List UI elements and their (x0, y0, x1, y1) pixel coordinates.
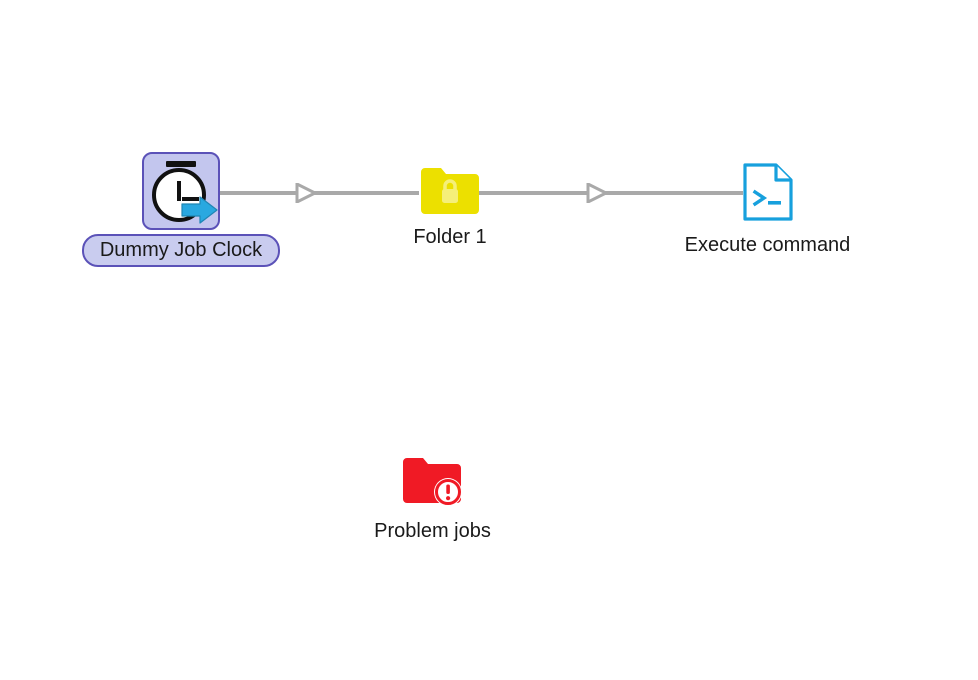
document-fold-corner (773, 165, 791, 182)
clock-frame (142, 152, 220, 230)
lock-glyph-icon (442, 179, 458, 203)
locked-folder-icon[interactable] (420, 166, 480, 219)
hollow-triangle-arrow-icon (295, 183, 319, 203)
node-label: Folder 1 (413, 226, 487, 248)
clock-with-arrow-icon[interactable] (142, 152, 220, 230)
terminal-document-icon[interactable] (742, 162, 794, 227)
node-label: Execute command (684, 234, 851, 256)
error-folder-icon[interactable] (402, 456, 464, 513)
node-execute-command[interactable]: Execute command (655, 162, 880, 257)
node-label: Problem jobs (374, 520, 491, 542)
node-folder-1[interactable]: Folder 1 (380, 166, 520, 249)
clock-top-bar (166, 161, 196, 167)
run-arrow-icon (181, 196, 218, 224)
error-badge-icon (433, 478, 462, 506)
clock-hour-hand (182, 197, 199, 201)
node-dummy-job-clock[interactable]: Dummy Job Clock (66, 152, 296, 267)
prompt-glyph-icon (752, 189, 781, 207)
folder-shape (402, 458, 462, 506)
connector-clock-to-folder1[interactable] (214, 183, 419, 203)
node-label: Dummy Job Clock (99, 239, 263, 261)
folder-shape (421, 168, 479, 214)
node-problem-jobs[interactable]: Problem jobs (355, 456, 510, 543)
hollow-triangle-arrow-icon (586, 183, 610, 203)
document-shape (742, 163, 793, 221)
node-label-pill-selected[interactable]: Dummy Job Clock (81, 234, 281, 267)
clock-minute-hand (177, 181, 181, 201)
connector-folder1-to-exec[interactable] (476, 183, 743, 203)
